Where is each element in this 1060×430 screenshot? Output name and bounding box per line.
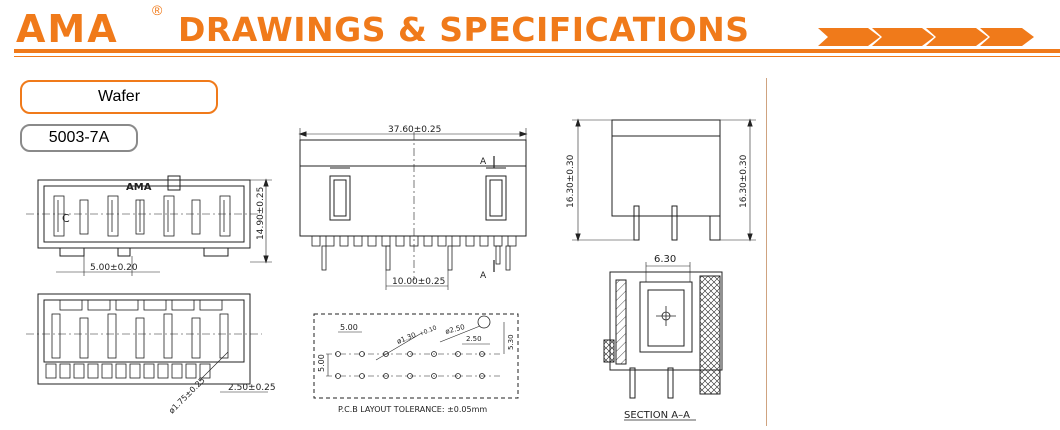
chevron-arrows-icon <box>818 28 1034 46</box>
product-category-label: Wafer <box>20 80 218 114</box>
top-view-mark: C <box>62 212 70 225</box>
header-rule-thin <box>14 56 1060 57</box>
pcb-peg-offset-dim: 2.50 <box>466 335 482 343</box>
top-view-logo: AMA <box>126 182 152 193</box>
registered-mark: ® <box>152 2 163 18</box>
top-view-pitch-dim: 5.00±0.20 <box>90 263 138 273</box>
section-aa-drawing <box>603 262 723 421</box>
pcb-peg-dim: ø2.50 <box>444 323 465 336</box>
pcb-peg-height-dim: 5.30 <box>507 334 515 350</box>
side-view-height-left-dim: 16.30±0.30 <box>566 154 576 208</box>
pcb-hole-dim: ø1.30 <box>396 331 417 346</box>
pcb-row-dim: 5.00 <box>317 354 326 372</box>
column-divider <box>766 78 767 426</box>
section-marker-bottom: A <box>480 271 487 281</box>
section-width-dim: 6.30 <box>654 254 676 265</box>
header-rule <box>14 49 1060 53</box>
section-marker-top: A <box>480 157 487 167</box>
page-header: AMA ® DRAWINGS & SPECIFICATIONS <box>0 0 1060 57</box>
page-title: DRAWINGS & SPECIFICATIONS <box>178 10 750 49</box>
bottom-view-hole-dim: ø1.75±0.25 <box>167 376 207 416</box>
bottom-view-drawing <box>26 293 268 393</box>
part-number-label: 5003-7A <box>20 124 138 152</box>
front-view-length-dim: 37.60±0.25 <box>388 125 441 135</box>
front-view-drawing <box>298 128 528 290</box>
top-view-drawing <box>26 175 272 276</box>
section-label: SECTION A–A <box>624 410 690 421</box>
top-view-height-dim: 14.90±0.25 <box>256 187 266 240</box>
bottom-view-offset-dim: 2.50±0.25 <box>228 383 276 393</box>
pcb-hole-tolerance: +0.10 <box>418 324 438 337</box>
pcb-layout-drawing <box>313 313 519 399</box>
side-view-drawing <box>572 118 756 242</box>
front-view-pitch-dim: 10.00±0.25 <box>392 277 445 287</box>
pcb-tolerance-note: P.C.B LAYOUT TOLERANCE: ±0.05mm <box>338 405 487 414</box>
side-view-height-right-dim: 16.30±0.30 <box>739 154 749 208</box>
ama-logo: AMA <box>16 7 119 51</box>
pcb-pitch-dim: 5.00 <box>340 323 358 332</box>
